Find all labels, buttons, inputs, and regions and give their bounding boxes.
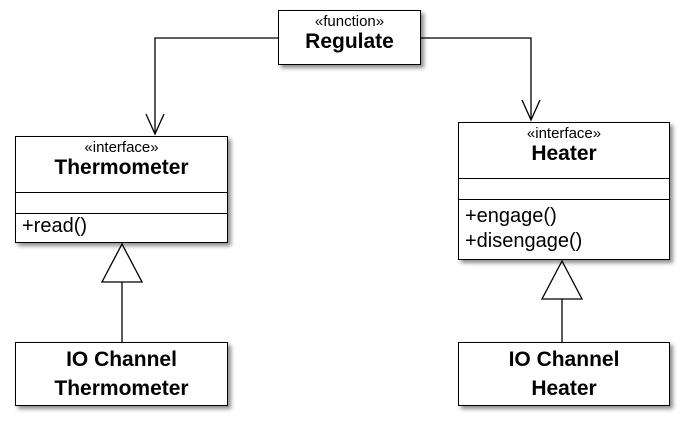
- dependency-line-heater: [421, 37, 532, 119]
- thermometer-stereotype: «interface»: [84, 139, 159, 156]
- realization-triangle-thermometer: [100, 242, 144, 283]
- heater-operations: +engage() +disengage(): [459, 200, 669, 254]
- dependency-line-thermometer: [154, 37, 278, 133]
- heater-attributes: [459, 179, 669, 200]
- arrowhead-heater: [521, 99, 541, 122]
- thermometer-attributes: [16, 193, 227, 214]
- realization-triangle-heater: [540, 259, 584, 300]
- operation-read: +read(): [22, 215, 88, 237]
- heater-header: «interface» Heater: [459, 123, 669, 179]
- regulate-stereotype: «function»: [314, 13, 385, 30]
- thermometer-interface-box[interactable]: «interface» Thermometer +read(): [15, 136, 228, 243]
- thermometer-header: «interface» Thermometer: [16, 137, 227, 193]
- io-channel-thermometer-box[interactable]: IO Channel Thermometer: [15, 342, 228, 406]
- io-channel-heater-line1: IO Channel: [508, 348, 620, 371]
- regulate-name: Regulate: [305, 30, 394, 53]
- io-channel-thermometer-line1: IO Channel: [66, 348, 177, 371]
- heater-stereotype: «interface»: [526, 125, 602, 142]
- regulate-function-box[interactable]: «function» Regulate: [278, 10, 421, 65]
- heater-name: Heater: [531, 142, 597, 165]
- io-channel-heater-line2: Heater: [531, 377, 597, 400]
- heater-interface-box[interactable]: «interface» Heater +engage() +disengage(…: [458, 122, 670, 260]
- thermometer-name: Thermometer: [54, 156, 189, 179]
- operation-engage: +engage(): [465, 205, 557, 227]
- io-channel-thermometer-line2: Thermometer: [54, 377, 189, 400]
- operation-disengage: +disengage(): [465, 230, 583, 252]
- io-channel-heater-box[interactable]: IO Channel Heater: [458, 342, 670, 406]
- thermometer-operations: +read(): [16, 214, 227, 239]
- arrowhead-thermometer: [145, 113, 165, 136]
